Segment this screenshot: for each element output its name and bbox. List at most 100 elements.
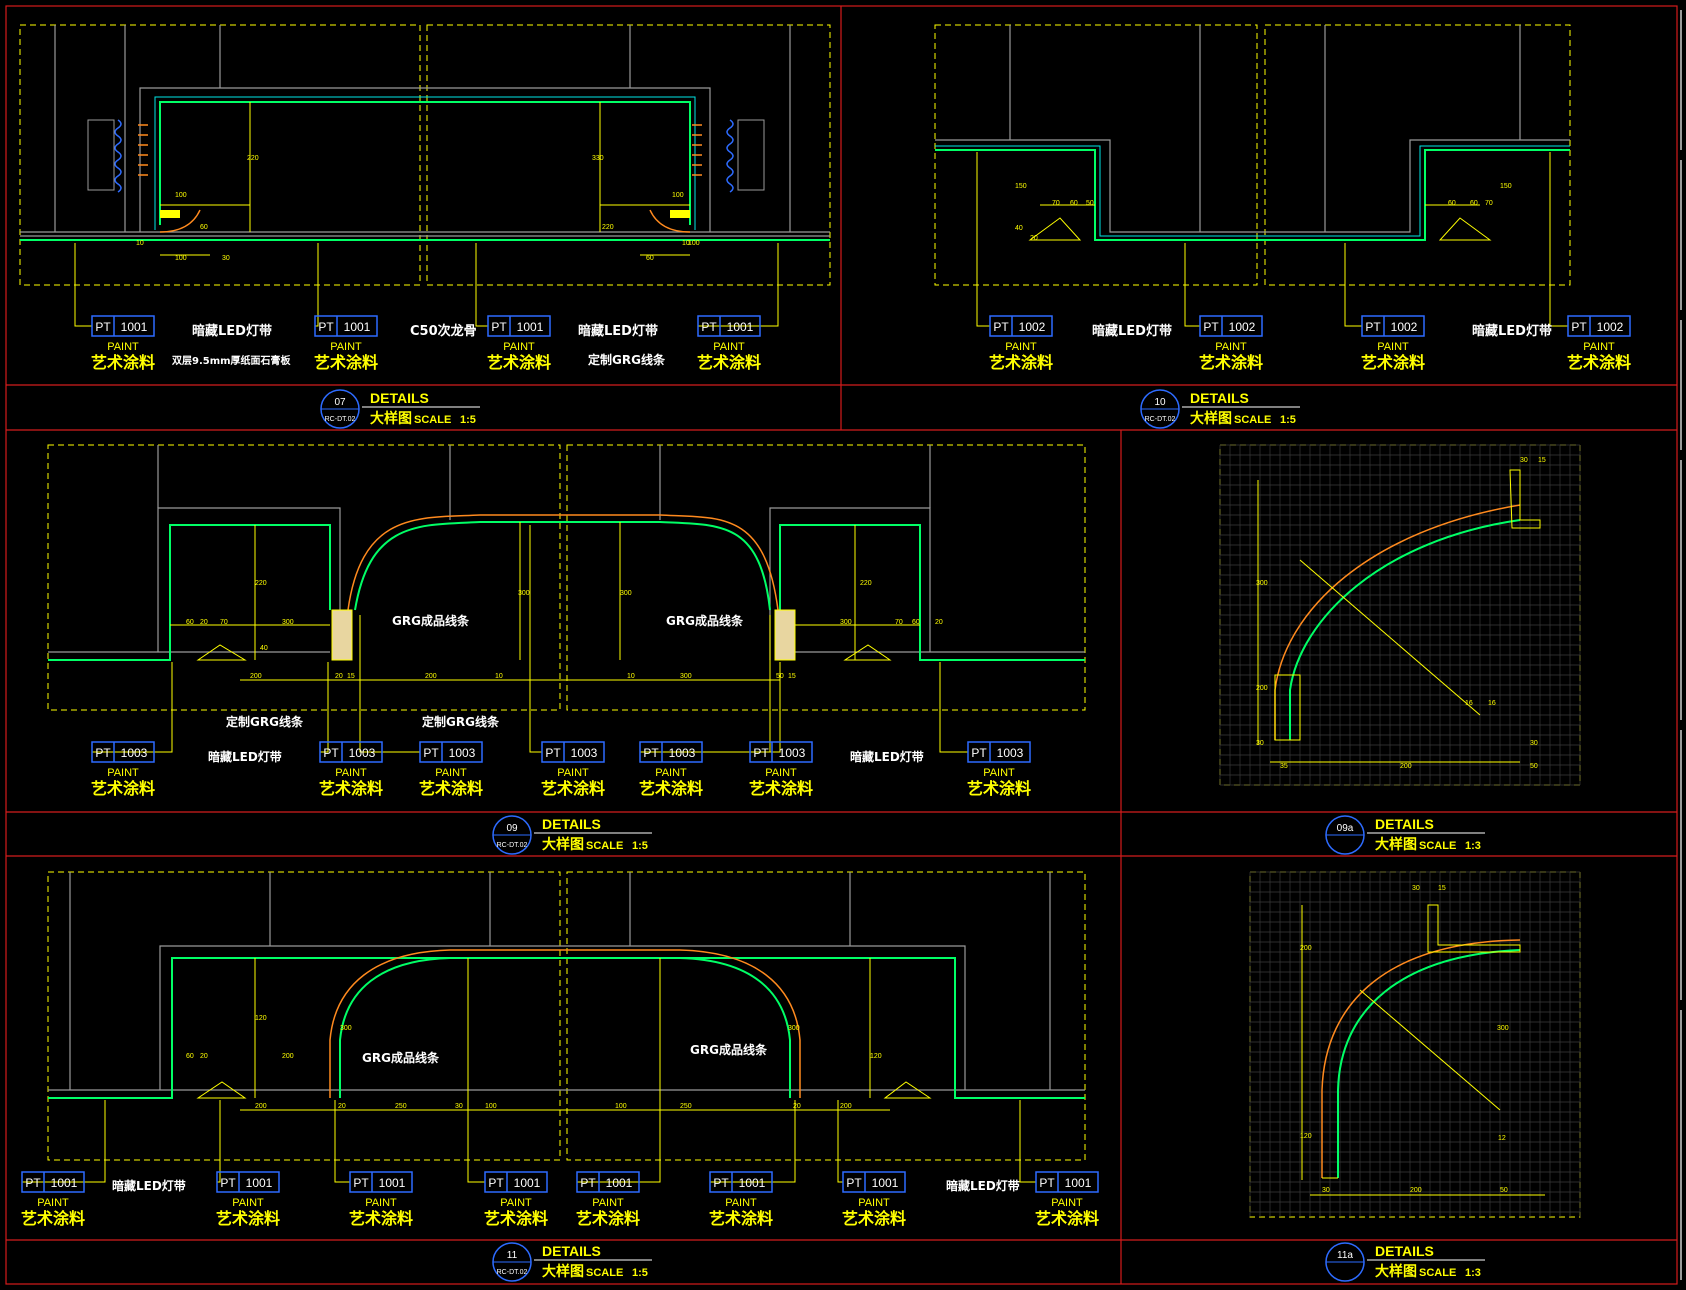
tag-code: PT xyxy=(95,746,111,760)
title-details: DETAILS xyxy=(542,1243,601,1259)
tag-paint-label: PAINT xyxy=(107,341,139,353)
dimension-label: 60 xyxy=(186,1053,194,1060)
tag-number: 1003 xyxy=(997,746,1024,760)
dimension-label: 15 xyxy=(1538,457,1546,464)
dimension-label: 220 xyxy=(255,580,267,587)
dimension-label: 30 xyxy=(1256,740,1264,747)
tag-paint-label: PAINT xyxy=(1051,1197,1083,1209)
title-details: DETAILS xyxy=(1375,816,1434,832)
leader-line xyxy=(1184,243,1200,327)
dimension-label: 50 xyxy=(1086,200,1094,207)
tag-paint-label: PAINT xyxy=(500,1197,532,1209)
leader-lines xyxy=(22,152,1568,1183)
tag-number: 1002 xyxy=(1597,320,1624,334)
dimension-label: 20 xyxy=(935,619,943,626)
tag-box xyxy=(91,315,155,337)
tag-code: PT xyxy=(643,746,659,760)
callout-note: 暗藏LED灯带 xyxy=(850,749,924,764)
title-scale-value: 1:5 xyxy=(632,1267,648,1279)
leader-line xyxy=(74,243,92,327)
tag-code: PT xyxy=(488,1176,504,1190)
title-number: 09a xyxy=(1337,823,1354,834)
callout-note: 暗藏LED灯带 xyxy=(112,1178,186,1193)
title-sheet: RC-DT.02 xyxy=(497,842,528,849)
tag-finish-label: 艺术涂料 xyxy=(484,1209,548,1228)
detail-07-drawing xyxy=(19,24,831,286)
dimension-label: 20 xyxy=(200,1053,208,1060)
annotation-notes: 暗藏LED灯带双层9.5mm厚纸面石膏板C50次龙骨暗藏LED灯带定制GRG线条… xyxy=(112,323,1552,1193)
title-details: DETAILS xyxy=(1375,1243,1434,1259)
callout-note: GRG成品线条 xyxy=(392,613,470,628)
leader-line xyxy=(698,243,779,327)
tag-number: 1003 xyxy=(779,746,806,760)
dimension-label: 70 xyxy=(1052,200,1060,207)
title-scale-cn: 大样图 xyxy=(1375,1263,1417,1280)
title-scale-word: SCALE xyxy=(1419,1267,1456,1279)
tag-code: PT xyxy=(580,1176,596,1190)
dimension-label: 60 xyxy=(912,619,920,626)
leader-line xyxy=(976,152,990,327)
tag-number: 1001 xyxy=(246,1176,273,1190)
leader-line xyxy=(1019,1100,1036,1183)
dimension-label: 50 xyxy=(1530,763,1538,770)
tag-box xyxy=(21,1171,85,1193)
dimension-label: 200 xyxy=(250,673,262,680)
tag-finish-label: 艺术涂料 xyxy=(639,779,703,798)
tag-code: PT xyxy=(713,1176,729,1190)
dimension-label: 10 xyxy=(627,673,635,680)
tag-paint-label: PAINT xyxy=(592,1197,624,1209)
dimension-label: 40 xyxy=(260,645,268,652)
dimension-label: 100 xyxy=(672,192,684,199)
tag-code: PT xyxy=(1365,320,1381,334)
leader-line xyxy=(1549,152,1568,327)
tag-number: 1003 xyxy=(349,746,376,760)
tag-box xyxy=(419,741,483,763)
tag-code: PT xyxy=(701,320,717,334)
tag-code: PT xyxy=(323,746,339,760)
dimension-label: 100 xyxy=(615,1103,627,1110)
tag-finish-label: 艺术涂料 xyxy=(1199,353,1263,372)
dimension-label: 70 xyxy=(895,619,903,626)
tag-finish-label: 艺术涂料 xyxy=(216,1209,280,1228)
dimension-label: 300 xyxy=(620,590,632,597)
tag-finish-label: 艺术涂料 xyxy=(576,1209,640,1228)
dimension-label: 220 xyxy=(860,580,872,587)
callout-note: 定制GRG线条 xyxy=(588,352,666,367)
tag-box xyxy=(314,315,378,337)
dimension-label: 60 xyxy=(186,619,194,626)
dimension-label: 12 xyxy=(1498,1135,1506,1142)
tag-box xyxy=(1361,315,1425,337)
leader-line xyxy=(529,525,542,753)
tag-number: 1001 xyxy=(514,1176,541,1190)
tag-box xyxy=(749,741,813,763)
tag-box xyxy=(216,1171,280,1193)
tag-paint-label: PAINT xyxy=(1583,341,1615,353)
callout-note: 暗藏LED灯带 xyxy=(946,1178,1020,1193)
title-scale-cn: 大样图 xyxy=(370,410,412,427)
dimension-label: 60 xyxy=(1470,200,1478,207)
detail-09-drawing xyxy=(47,444,1086,711)
dimension-label: 16 xyxy=(1465,700,1473,707)
tag-number: 1001 xyxy=(1065,1176,1092,1190)
leader-line xyxy=(217,1100,221,1183)
dimension-label: 120 xyxy=(1300,1133,1312,1140)
dimension-label: 30 xyxy=(222,255,230,262)
tag-number: 1001 xyxy=(872,1176,899,1190)
dimension-label: 35 xyxy=(1280,763,1288,770)
tag-number: 1002 xyxy=(1229,320,1256,334)
title-scale-value: 1:5 xyxy=(1280,414,1296,426)
tag-number: 1002 xyxy=(1391,320,1418,334)
dimension-label: 10 xyxy=(495,673,503,680)
tag-paint-label: PAINT xyxy=(557,767,589,779)
tag-paint-label: PAINT xyxy=(503,341,535,353)
tag-finish-label: 艺术涂料 xyxy=(541,779,605,798)
title-details: DETAILS xyxy=(370,390,429,406)
